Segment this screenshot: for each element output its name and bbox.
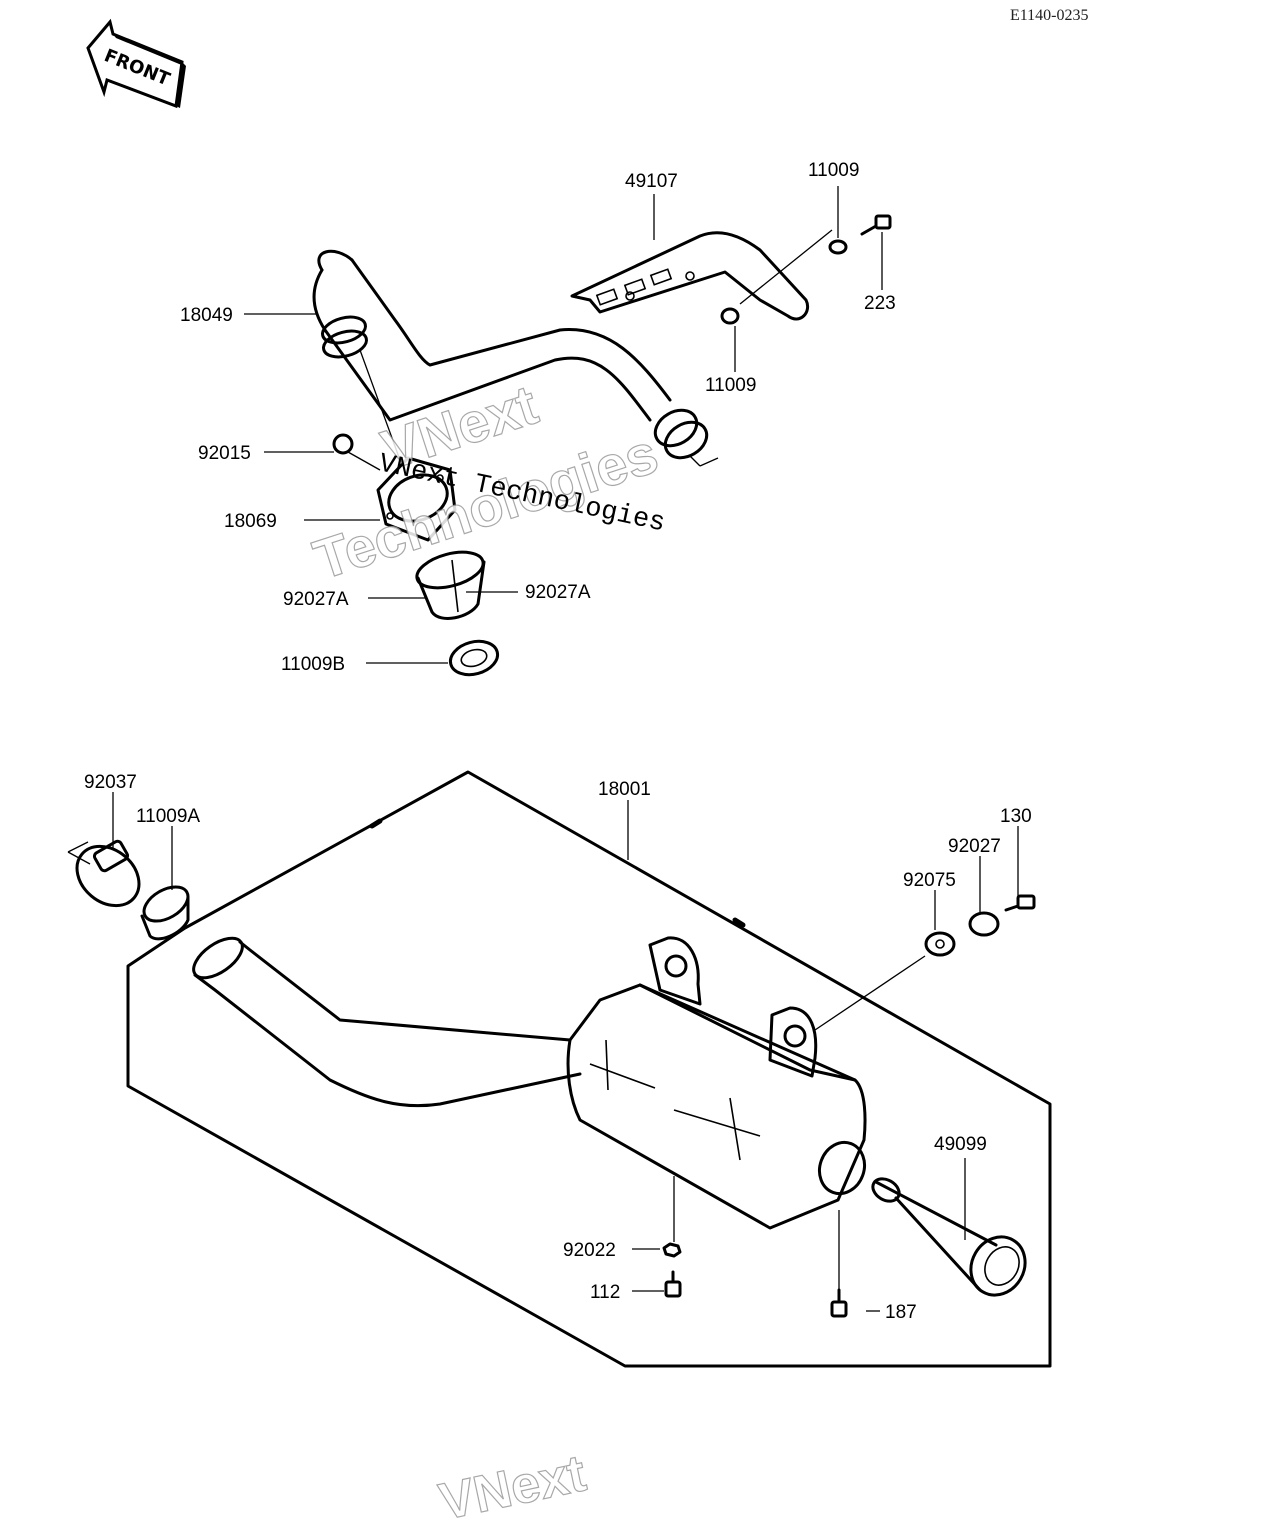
gasket-11009-low <box>720 307 740 325</box>
label-11009-top: 11009 <box>808 160 859 181</box>
clamp-92037 <box>67 839 141 908</box>
label-18069: 18069 <box>224 511 277 532</box>
grommet-92075 <box>924 931 956 957</box>
label-11009B: 11009B <box>281 654 345 675</box>
bolt-223 <box>860 214 892 236</box>
label-18049: 18049 <box>180 305 233 326</box>
assembly-boundary <box>126 770 1052 1368</box>
flange-18069 <box>376 456 457 542</box>
label-49107: 49107 <box>625 171 678 192</box>
bolt-187 <box>830 1288 848 1318</box>
front-arrow-icon: FRONT <box>86 18 186 109</box>
tail-pipe-49099 <box>871 1177 1027 1297</box>
bolt-112 <box>664 1270 682 1298</box>
label-112: 112 <box>590 1282 620 1303</box>
label-11009A: 11009A <box>136 806 200 827</box>
label-187: 187 <box>885 1302 917 1323</box>
gasket-11009A <box>140 885 190 941</box>
label-11009-low: 11009 <box>705 375 756 396</box>
watermark-vnext-bottom: VNext <box>434 1444 590 1531</box>
label-92027A-right: 92027A <box>525 582 591 603</box>
label-92075: 92075 <box>903 870 956 891</box>
label-223: 223 <box>864 293 896 314</box>
drawing-reference: E1140-0235 <box>1010 7 1089 24</box>
collar-92027 <box>968 911 1000 937</box>
label-92037: 92037 <box>84 772 137 793</box>
heat-guard-49107 <box>570 231 809 321</box>
exhaust-pipe-18049 <box>312 249 719 467</box>
bolt-130 <box>1004 894 1036 912</box>
label-92027: 92027 <box>948 836 1001 857</box>
label-130: 130 <box>1000 806 1032 827</box>
nut-92022 <box>662 1242 682 1258</box>
label-49099: 49099 <box>934 1134 987 1155</box>
label-92027A-left: 92027A <box>283 589 349 610</box>
label-18001: 18001 <box>598 779 651 800</box>
gasket-11009B <box>448 639 500 677</box>
gasket-11009-top <box>828 239 848 255</box>
label-92015: 92015 <box>198 443 251 464</box>
muffler-18001 <box>192 936 867 1230</box>
collar-92027A <box>415 550 486 620</box>
label-92022: 92022 <box>563 1240 616 1261</box>
lower-assembly: 92037 11009A 18001 130 92027 92075 49099… <box>67 770 1052 1368</box>
nut-92015 <box>332 433 354 455</box>
upper-assembly: 49107 11009 223 18049 11009 92015 18069 … <box>180 160 896 677</box>
